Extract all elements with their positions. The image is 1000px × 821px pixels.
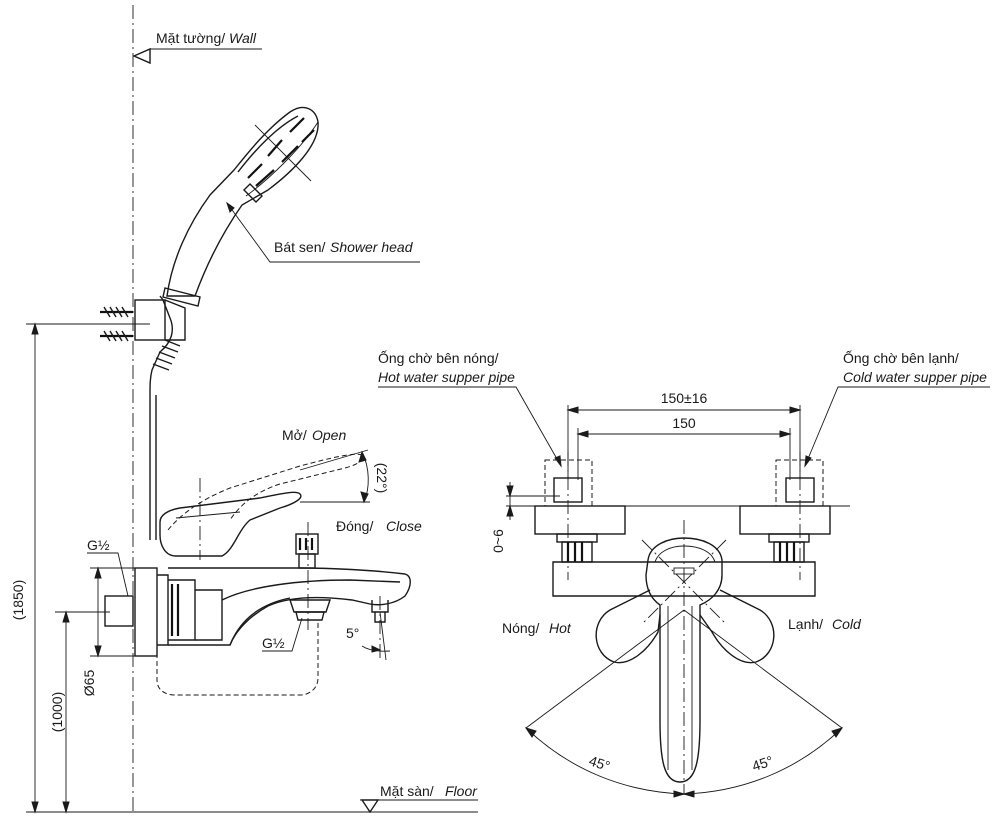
temp-labels: Nóng/ Hot Lạnh/ Cold [502,616,862,636]
floor-text-en: Floor [445,783,478,799]
wall-bracket [60,299,186,342]
cold-pipe-text-vi: Ống chờ bên lạnh/ [843,349,959,366]
hot-pipe-text-vi: Ống chờ bên nóng/ [378,349,499,366]
inlet-thread-text: G½ [87,537,110,553]
front-view: Ống chờ bên nóng/ Hot water supper pipe … [378,349,990,798]
mixer-body-side [134,453,411,696]
mixer-body-front [552,520,816,795]
shower-head [149,106,319,540]
outlet-thread: G½ [262,617,303,652]
cold-text-en: Cold [832,616,862,632]
dim-offset: 0~6 [490,482,514,553]
cold-pipe-text-en: Cold water supper pipe [843,369,987,385]
open-text-en: Open [312,427,346,443]
dim-diameter-text: Ø65 [81,670,97,697]
cold-pipe-label: Ống chờ bên lạnh/ Cold water supper pipe [804,349,990,468]
handle-labels: Mở/ Open Đóng/ Close (22°) [282,427,422,534]
dim-1000: (1000) [49,610,110,814]
side-view: Mặt tường/ Wall [10,5,478,814]
wall-text-en: Wall [229,30,257,46]
handle-angle-text: (22°) [374,463,390,494]
shower-head-text-vi: Bát sen/ [274,239,325,255]
floor-label: Mặt sàn/ Floor [60,783,478,814]
dim-150-tol: 150±16 [566,390,802,480]
escutcheons [534,505,831,563]
dim-diameter: Ø65 [81,566,155,697]
shower-head-text-en: Shower head [330,239,414,255]
dim-150-text: 150 [672,415,696,431]
dim-1850: (1850) [10,322,70,814]
dim-1850-text: (1850) [10,580,26,620]
spout-angle-text: 5° [346,625,359,641]
cold-text-vi: Lạnh/ [788,616,823,632]
hot-text-vi: Nóng/ [502,620,539,636]
swing-arcs: 45° 45° [524,609,844,798]
dim-offset-text: 0~6 [490,529,506,553]
spout-angle: 5° [346,596,391,661]
wall-arrow-icon [132,47,151,65]
hot-pipe-label: Ống chờ bên nóng/ Hot water supper pipe [378,349,562,468]
inlet-thread: G½ [87,537,134,627]
floor-text-vi: Mặt sàn/ [380,783,434,799]
dim-150: 150 [576,415,792,480]
hot-pipe-text-en: Hot water supper pipe [378,369,515,385]
wall-label: Mặt tường/ Wall [132,30,262,65]
wall-text-vi: Mặt tường/ [156,30,225,46]
outlet-thread-text: G½ [262,635,285,651]
swing-left-text: 45° [587,752,612,774]
supply-pipes [506,452,824,580]
open-text-vi: Mở/ [282,427,307,443]
shower-head-label: Bát sen/ Shower head [226,201,420,263]
close-text-en: Close [386,518,422,534]
hot-text-en: Hot [549,620,572,636]
dim-1000-text: (1000) [49,692,65,732]
close-text-vi: Đóng/ [336,518,373,534]
dim-150-tol-text: 150±16 [661,390,708,406]
swing-right-text: 45° [750,752,775,774]
